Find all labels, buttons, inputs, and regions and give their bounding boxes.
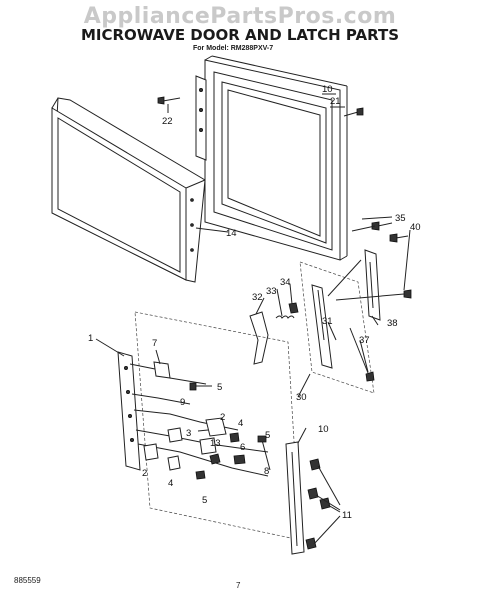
callout-4-top: 4 bbox=[238, 418, 243, 429]
callout-15: 10 bbox=[322, 84, 333, 95]
latch-plate-30 bbox=[299, 261, 375, 394]
callout-30: 30 bbox=[296, 392, 307, 403]
callout-37: 37 bbox=[359, 335, 370, 346]
callout-8: 8 bbox=[264, 466, 269, 477]
screw-21 bbox=[343, 107, 364, 117]
switch-assembly-1 bbox=[117, 311, 301, 541]
callout-33: 33 bbox=[266, 286, 277, 297]
callout-22: 22 bbox=[162, 116, 173, 127]
latch-hook-32 bbox=[249, 311, 269, 365]
callout-2-top: 2 bbox=[220, 412, 225, 423]
screw-22 bbox=[157, 96, 181, 105]
callout-4-bottom: 4 bbox=[168, 478, 173, 489]
callout-32: 32 bbox=[252, 292, 263, 303]
callout-40: 40 bbox=[410, 222, 421, 233]
door-outer-panel bbox=[51, 97, 206, 283]
leader-lines bbox=[95, 93, 411, 444]
callout-6: 6 bbox=[240, 442, 245, 453]
door-inner-frame bbox=[195, 55, 348, 261]
callout-38: 38 bbox=[387, 318, 398, 329]
footer-code: 885559 bbox=[14, 576, 41, 585]
callout-10: 10 bbox=[318, 424, 329, 435]
spring-33 bbox=[275, 315, 295, 319]
callout-31: 31 bbox=[322, 316, 333, 327]
callout-13: 13 bbox=[210, 438, 221, 449]
callout-14: 14 bbox=[226, 228, 237, 239]
callout-3: 3 bbox=[186, 428, 191, 439]
callout-5-bottom: 5 bbox=[202, 495, 207, 506]
callout-34: 34 bbox=[280, 277, 291, 288]
callout-7: 7 bbox=[152, 338, 157, 349]
callout-21: 21 bbox=[330, 96, 341, 107]
screws-11 bbox=[305, 458, 341, 550]
callout-35: 35 bbox=[395, 213, 406, 224]
screws-35-40 bbox=[327, 221, 412, 382]
callout-1: 1 bbox=[88, 333, 93, 344]
watermark: AppliancePartsPros.com bbox=[83, 4, 397, 29]
callout-labels: 10 21 22 14 35 40 34 33 32 31 38 37 30 1… bbox=[88, 84, 421, 521]
callout-11: 11 bbox=[342, 510, 352, 521]
latch-bracket-38 bbox=[364, 249, 381, 321]
callout-5-mid: 5 bbox=[265, 430, 270, 441]
callout-5-top: 5 bbox=[217, 382, 222, 393]
callout-2-bottom: 2 bbox=[142, 468, 147, 479]
callout-9: 9 bbox=[180, 397, 185, 408]
diagram-title: MICROWAVE DOOR AND LATCH PARTS bbox=[80, 26, 400, 44]
lever-34 bbox=[288, 302, 299, 314]
page-number: 7 bbox=[236, 581, 241, 590]
model-subtitle: For Model: RM288PXV-7 bbox=[193, 45, 274, 52]
latch-bar-10 bbox=[285, 441, 305, 555]
